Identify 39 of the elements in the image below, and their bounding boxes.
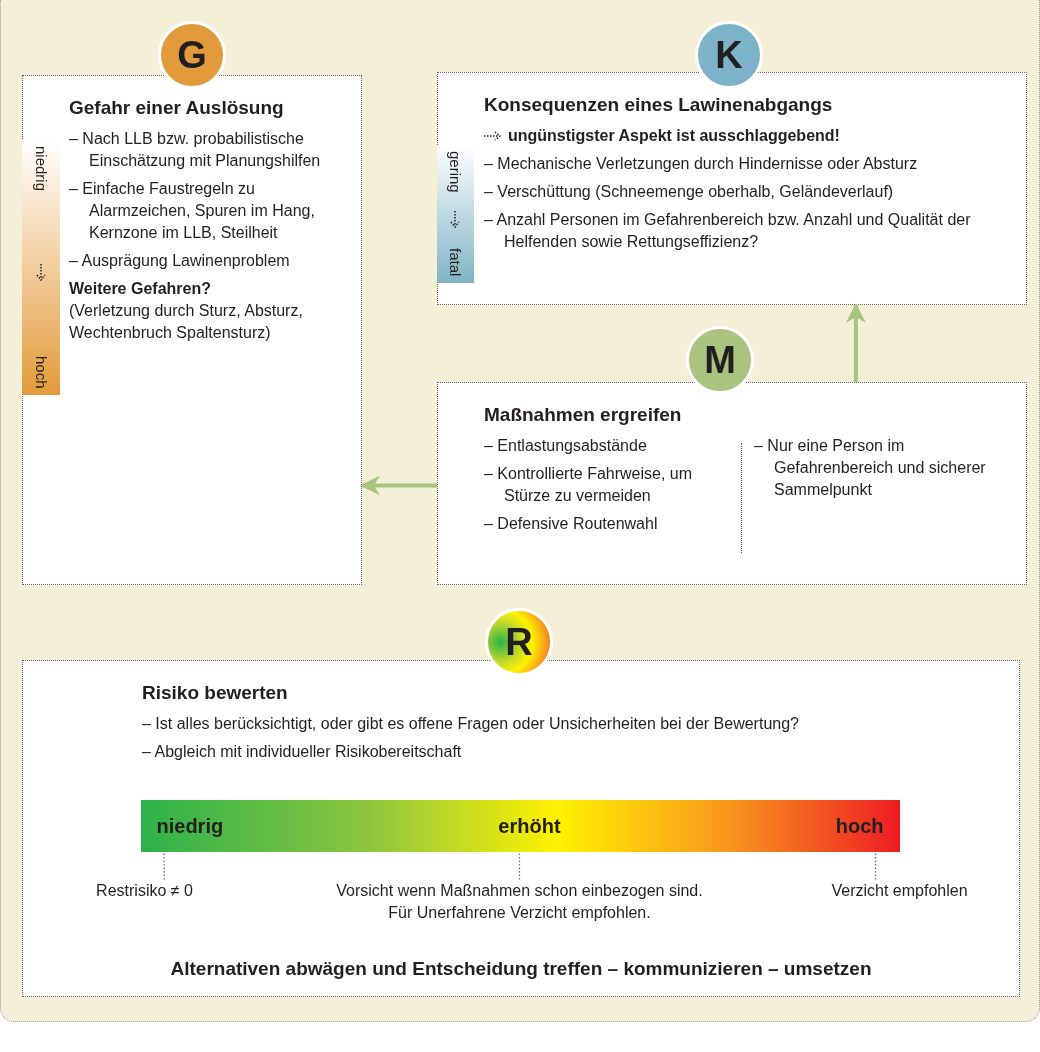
scale-label: hoch xyxy=(31,355,51,389)
note-text: Vorsicht wenn Maßnahmen schon einbezogen sind. Für Unerfahrene Verzicht empfohlen. xyxy=(329,879,710,930)
arrow xyxy=(360,475,437,496)
note-text: Verzicht empfohlen xyxy=(799,879,1000,906)
scale-label: erhöht xyxy=(498,814,561,837)
bullet-item: – Nach LLB bzw. probabilistische Einschätzung mit Planungshilfen xyxy=(69,129,322,171)
risk-gradient-bar xyxy=(140,799,900,852)
paragraph-text: (Verletzung durch Sturz, Absturz, Wechtenbruch Spaltensturz) xyxy=(69,301,304,343)
bullet-item: – Ist alles berücksichtigt, oder gibt es offene Fragen oder Unsicherheiten bei der Bewertung? xyxy=(142,714,800,734)
box-heading: Maßnahmen ergreifen xyxy=(484,403,683,427)
scale-label: hoch xyxy=(835,814,884,837)
scale-label: fatal xyxy=(446,248,465,277)
gradient-scale xyxy=(436,144,474,283)
bullet-item: – Verschüttung (Schneemenge oberhalb, Geländeverlauf) xyxy=(484,182,895,202)
arrow xyxy=(845,303,866,382)
box-heading: Konsequenzen eines Lawinenabgangs xyxy=(484,93,834,117)
bullet-item: – Anzahl Personen im Gefahrenbereich bzw. Anzahl und Qualität der Helfenden sowie Rettungseffizienz? xyxy=(484,210,972,252)
bullet-item: – Ausprägung Lawinenproblem xyxy=(69,251,291,271)
scale-label: niedrig xyxy=(31,145,51,191)
scale-label: gering xyxy=(446,150,465,193)
bullet-item: – Entlastungsabstände xyxy=(484,436,648,456)
content-card xyxy=(22,75,362,585)
bullet-item: – Mechanische Verletzungen durch Hindernisse oder Absturz xyxy=(484,154,919,174)
note-text: Restrisiko ≠ 0 xyxy=(69,879,220,906)
gradient-scale xyxy=(21,139,60,395)
summary-text: Alternativen abwägen und Entscheidung treffen – kommunizieren – umsetzen xyxy=(169,958,873,980)
bullet-item: – Nur eine Person im Gefahrenbereich und sicherer Sammelpunkt xyxy=(754,436,987,500)
emphasis-text: ungünstigster Aspekt ist ausschlaggebend! xyxy=(508,126,840,146)
bullet-item: – Einfache Faustregeln zu Alarmzeichen, Spuren im Hang, Kernzone im LLB, Steilheit xyxy=(69,179,316,243)
box-heading: Risiko bewerten xyxy=(142,681,289,705)
bullet-item: – Abgleich mit individueller Risikobereitschaft xyxy=(142,742,463,762)
content-card xyxy=(22,660,1020,997)
subheading: Weitere Gefahren? xyxy=(69,279,212,299)
box-heading: Gefahr einer Auslösung xyxy=(69,96,285,120)
scale-label: niedrig xyxy=(156,814,224,837)
content-card xyxy=(437,382,1027,585)
content-card xyxy=(437,72,1027,305)
bullet-item: – Kontrollierte Fahrweise, um Stürze zu vermeiden xyxy=(484,464,694,506)
bullet-item: – Defensive Routenwahl xyxy=(484,514,659,534)
